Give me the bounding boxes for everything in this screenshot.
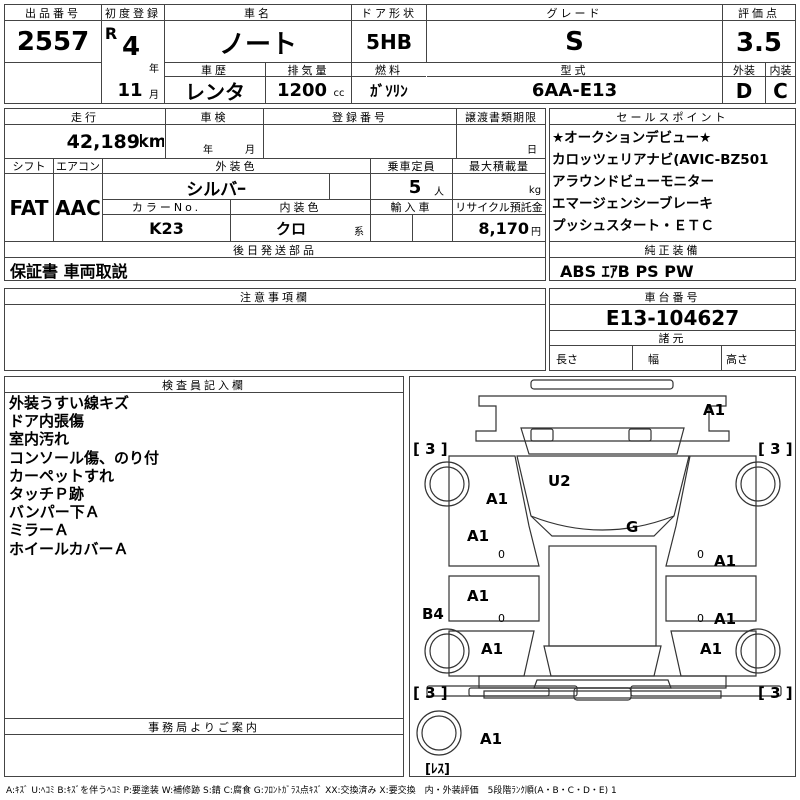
displacement: 1200 <box>276 80 328 101</box>
mileage: 42,189 <box>66 131 140 153</box>
door-label: ドア形状 <box>352 5 426 21</box>
sales-points-list: ★オークションデビュー★ カロッツェリアナビ(AVIC-BZ501 アラウンドビュー… <box>552 127 794 237</box>
inspector-note-line: 外装うすい線キズ <box>9 394 130 412</box>
chassis-block <box>549 288 796 371</box>
mark-door-left-1: A1 <box>467 527 490 545</box>
tire-rear-right: [ 3 ] <box>758 684 793 702</box>
mark-rear-bumper: A1 <box>480 730 503 748</box>
header-block <box>4 4 796 104</box>
first-reg-label: 初度登録 <box>102 5 164 21</box>
inspector-note-line: コンソール傷、のり付 <box>9 448 160 467</box>
chassis-number: E13-104627 <box>605 306 740 330</box>
mark-rear-left: A1 <box>481 640 504 658</box>
tire-rear-left: [ 3 ] <box>413 684 448 702</box>
tire-front-left: [ 3 ] <box>413 440 448 458</box>
sales-point-item: アラウンドビューモニター <box>552 174 714 190</box>
inspector-note-line: 室内汚れ <box>9 430 70 449</box>
score-label: 評価点 <box>723 5 795 21</box>
color-no: K23 <box>149 219 184 238</box>
inspector-note-line: ホイールカバーＡ <box>9 539 129 558</box>
inspector-note-line: バンパー下Ａ <box>9 503 100 522</box>
grade-label: グレード <box>427 5 722 21</box>
sales-point-item: プッシュスタート・ＥＴＣ <box>552 218 714 234</box>
inspector-note-line: ミラーＡ <box>9 521 70 540</box>
mark-glass: G <box>626 518 639 536</box>
inspector-block <box>4 376 404 777</box>
spare-tire: [ﾚｽ] <box>425 762 450 777</box>
mark-door-right-1: A1 <box>714 552 737 570</box>
car-name: ノート <box>218 29 297 60</box>
notes-block <box>4 288 546 371</box>
damage-diagram <box>409 376 796 777</box>
era: R <box>104 24 118 42</box>
interior-score: C <box>773 78 788 103</box>
capacity: 5 <box>408 176 422 198</box>
later-parts: 保証書 車両取説 <box>10 261 128 281</box>
lot-no-label: 出品番号 <box>5 5 101 21</box>
exterior-score: D <box>735 78 753 103</box>
inspector-note-line: ドア内張傷 <box>9 412 85 431</box>
mark-front: A1 <box>703 401 726 419</box>
mark-door-right-2: A1 <box>714 610 737 628</box>
lot-no: 2557 <box>16 27 90 57</box>
sales-points-block <box>549 108 796 281</box>
car-name-label: 車名 <box>165 5 351 21</box>
mark-door-left-2: A1 <box>467 587 490 605</box>
reg-year: 4 <box>121 32 141 62</box>
reg-month: 11 <box>117 80 143 101</box>
vehicle-info-block <box>4 108 546 281</box>
mark-rocker-left: B4 <box>422 605 444 623</box>
recycle-fee: 8,170 <box>478 219 529 238</box>
fuel: ｶﾞｿﾘﾝ <box>370 82 408 100</box>
door-type: 5HB <box>366 30 412 54</box>
mark-roof: U2 <box>548 472 571 490</box>
sales-point-item: ★オークションデビュー★ <box>552 130 712 146</box>
mark-fender-left: A1 <box>486 490 509 508</box>
model: 6AA-E13 <box>531 80 618 101</box>
history: レンタ <box>185 80 245 104</box>
grade: S <box>565 27 584 57</box>
body-color: シルバｰ <box>186 179 246 200</box>
equipment: ABS ｴｱB PS PW <box>560 261 694 281</box>
mark-rear-right: A1 <box>700 640 723 658</box>
sales-point-item: エマージェンシーブレーキ <box>552 196 713 212</box>
ac: AAC <box>55 196 101 220</box>
legend: A:ｷｽﾞ U:ﾍｺﾐ B:ｷｽﾞを伴うﾍｺﾐ P:要塗装 W:補修跡 S:錆 … <box>6 785 617 796</box>
sales-point-item: カロッツェリアナビ(AVIC-BZ501 <box>552 152 769 168</box>
inspector-note-line: カーペットすれ <box>9 466 115 485</box>
score: 3.5 <box>735 28 783 58</box>
inspector-note-line: タッチＰ跡 <box>9 485 85 504</box>
tire-front-right: [ 3 ] <box>758 440 793 458</box>
car-diagram-svg <box>416 379 782 756</box>
interior-color: クロ <box>275 220 306 238</box>
shift: FAT <box>9 196 49 220</box>
inspector-notes: 外装うすい線キズドア内張傷室内汚れコンソール傷、のり付カーペットすれタッチＰ跡バ… <box>9 394 399 558</box>
